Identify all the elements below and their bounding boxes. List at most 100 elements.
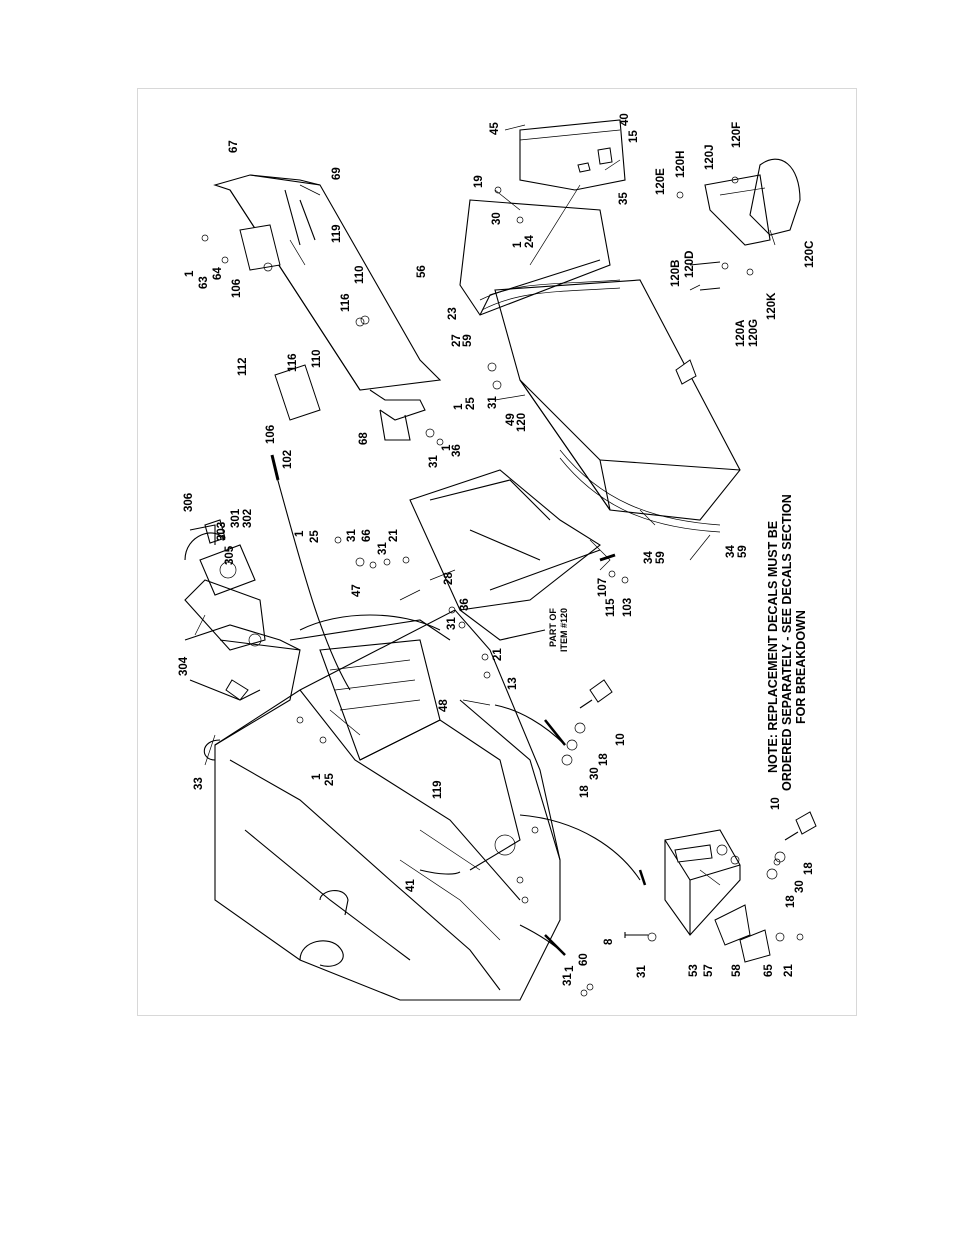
- note-line2: ORDERED SEPARATELY - SEE DECALS SECTION: [780, 494, 794, 791]
- note-line1: NOTE: REPLACEMENT DECALS MUST BE: [766, 521, 780, 773]
- callout-30: 30: [589, 767, 601, 780]
- side-bracket-drawing: [664, 829, 771, 963]
- callout-110: 110: [311, 349, 323, 368]
- callout-49: 49: [505, 413, 517, 426]
- callout-36: 36: [451, 444, 463, 457]
- callout-112: 112: [237, 357, 249, 376]
- callout-106: 106: [265, 425, 277, 444]
- callout-25: 25: [465, 397, 477, 410]
- callout-31: 31: [446, 617, 458, 630]
- main-chassis-drawing: [184, 454, 647, 1001]
- callout-120B: 120B: [670, 260, 682, 288]
- callout-66: 66: [361, 529, 373, 542]
- callout-31: 31: [346, 529, 358, 542]
- callout-19: 19: [473, 175, 485, 188]
- callout-34: 34: [725, 545, 737, 558]
- callout-41: 41: [405, 879, 417, 892]
- callout-8: 8: [603, 938, 615, 945]
- callout-25: 25: [309, 530, 321, 543]
- callout-119: 119: [331, 224, 343, 243]
- callout-28: 28: [443, 572, 455, 585]
- callout-18: 18: [579, 785, 591, 798]
- callout-69: 69: [331, 167, 343, 180]
- callout-18: 18: [598, 753, 610, 766]
- callout-31: 31: [377, 542, 389, 555]
- callout-64: 64: [212, 267, 224, 280]
- callout-116: 116: [287, 353, 299, 372]
- callout-15: 15: [628, 130, 640, 143]
- callout-102: 102: [282, 450, 294, 469]
- callout-25: 25: [324, 773, 336, 786]
- callout-106: 106: [231, 279, 243, 298]
- callout-21: 21: [388, 529, 400, 542]
- callout-67: 67: [228, 140, 240, 153]
- hood-tank-drawing: [459, 119, 741, 533]
- callout-34: 34: [643, 551, 655, 564]
- callout-31: 31: [487, 396, 499, 409]
- callout-labels: 67 69 1 63 64 106 119 110 116 112 116 11…: [178, 113, 816, 986]
- callout-48: 48: [438, 699, 450, 712]
- callout-303: 303: [216, 522, 228, 541]
- callout-30: 30: [491, 212, 503, 225]
- callout-21: 21: [783, 964, 795, 977]
- hitch-bracket-drawing: [184, 519, 266, 651]
- callout-18: 18: [785, 895, 797, 908]
- callout-120G: 120G: [748, 319, 760, 347]
- callout-59: 59: [655, 551, 667, 564]
- callout-35: 35: [618, 192, 630, 205]
- callout-120F: 120F: [731, 122, 743, 148]
- drawing-frame: [137, 88, 857, 1016]
- callout-1: 1: [564, 965, 576, 972]
- callout-18: 18: [803, 862, 815, 875]
- callout-116: 116: [340, 293, 352, 312]
- callout-120J: 120J: [704, 144, 716, 170]
- callout-40: 40: [619, 113, 631, 126]
- callout-10: 10: [615, 733, 627, 746]
- callout-115: 115: [605, 598, 617, 617]
- callout-1: 1: [512, 241, 524, 248]
- callout-110: 110: [354, 265, 366, 284]
- callout-10: 10: [770, 797, 782, 810]
- callout-21: 21: [492, 648, 504, 661]
- decals-note: NOTE: REPLACEMENT DECALS MUST BE ORDERED…: [766, 494, 808, 791]
- callout-107: 107: [597, 578, 609, 597]
- seat-assembly-drawing: [689, 158, 801, 291]
- callout-1: 1: [441, 444, 453, 451]
- callout-53: 53: [688, 964, 700, 977]
- callout-1: 1: [184, 270, 196, 277]
- callout-13: 13: [507, 677, 519, 690]
- callout-305: 305: [224, 545, 236, 565]
- callout-1: 1: [453, 403, 465, 410]
- callout-31: 31: [562, 973, 574, 986]
- hardware-drawing: [201, 176, 817, 997]
- callout-23: 23: [447, 307, 459, 320]
- callout-1: 1: [294, 530, 306, 537]
- callout-27: 27: [451, 334, 463, 347]
- callout-part-of-line2: ITEM #120: [559, 608, 569, 652]
- callout-63: 63: [198, 276, 210, 289]
- callout-57: 57: [703, 964, 715, 977]
- callout-60: 60: [578, 953, 590, 966]
- callout-59: 59: [737, 545, 749, 558]
- callout-103: 103: [622, 598, 634, 617]
- callout-120H: 120H: [675, 151, 687, 179]
- callout-47: 47: [351, 584, 363, 597]
- callout-302: 302: [242, 509, 254, 528]
- callout-1: 1: [311, 773, 323, 780]
- callout-56: 56: [416, 265, 428, 278]
- callout-24: 24: [524, 235, 536, 248]
- callout-58: 58: [731, 964, 743, 977]
- callout-120K: 120K: [766, 292, 778, 320]
- callout-120A: 120A: [735, 320, 747, 348]
- callout-120: 120: [516, 413, 528, 432]
- callout-65: 65: [763, 964, 775, 977]
- callout-31: 31: [428, 455, 440, 468]
- callout-45: 45: [489, 122, 501, 135]
- callout-301: 301: [230, 508, 242, 528]
- callout-68: 68: [358, 432, 370, 445]
- callout-30: 30: [794, 880, 806, 893]
- upper-frame-rail-drawing: [213, 174, 442, 441]
- callout-120D: 120D: [684, 251, 696, 279]
- callout-part-of-line1: PART OF: [548, 608, 558, 647]
